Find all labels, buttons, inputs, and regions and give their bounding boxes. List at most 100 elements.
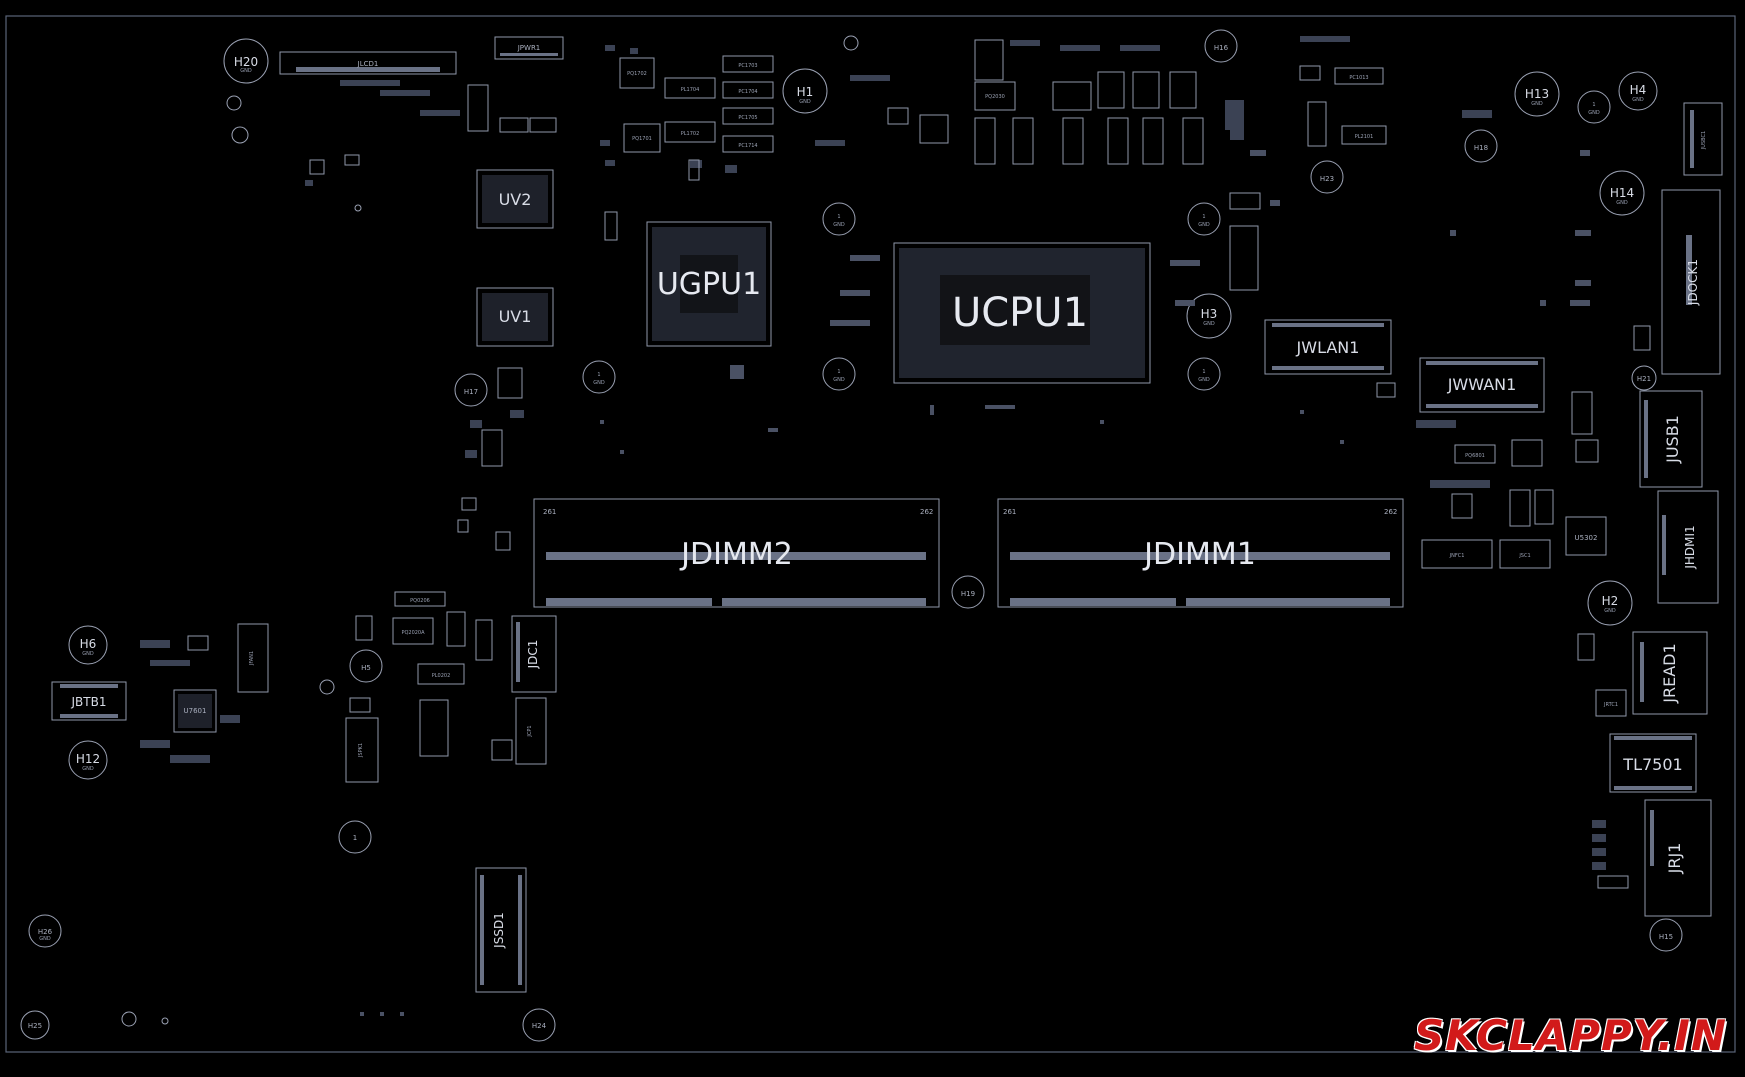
smd-part: [1230, 226, 1258, 290]
jrj1-label: JRJ1: [1665, 843, 1684, 875]
h13-mount-hole: H13 GND: [1515, 72, 1559, 116]
testpoint-1: 1: [339, 821, 371, 853]
jwlan1-label: JWLAN1: [1296, 338, 1360, 357]
tp-number: 1: [1202, 214, 1205, 220]
tp-number: 1: [837, 214, 840, 220]
h17-mount-hole: H17: [455, 374, 487, 406]
smd-part: [1634, 326, 1650, 350]
pq1702-label: PQ1702: [627, 71, 647, 77]
jfan1-label: JFAN1: [249, 651, 255, 666]
uv2-label: UV2: [499, 190, 532, 209]
jsc1-label: JSC1: [1518, 553, 1530, 559]
h19-mount-hole: H19: [952, 576, 984, 608]
gnd-label: GND: [82, 766, 94, 772]
tp-number: 1: [837, 369, 840, 375]
ugpu1-label: UGPU1: [657, 267, 761, 302]
gnd-label: GND: [1588, 110, 1600, 116]
pc1714-label: PC1714: [738, 143, 757, 149]
watermark-text: SKCLAPPY.IN: [1414, 1011, 1727, 1060]
jspk1-connector: JSPK1: [346, 718, 378, 782]
gnd-testpoint: 1 GND: [1188, 358, 1220, 390]
pc1703-label: PC1703: [738, 63, 757, 69]
h6-label: H6: [80, 637, 97, 651]
gnd-label: GND: [1203, 321, 1215, 327]
h3-label: H3: [1201, 307, 1218, 321]
tl7501-label: TL7501: [1622, 755, 1682, 774]
h18-label: H18: [1474, 144, 1488, 152]
jdimm1-label: JDIMM1: [1142, 537, 1256, 572]
jdimm1-pin-last: 262: [1384, 508, 1397, 516]
h23-label: H23: [1320, 175, 1334, 183]
tp-number: 1: [1202, 369, 1205, 375]
jdimm2-pin-first: 261: [543, 508, 556, 516]
h20-label: H20: [234, 55, 258, 69]
h24-mount-hole: H24: [523, 1009, 555, 1041]
via-hole: [232, 127, 248, 143]
h25-mount-hole: H25: [21, 1011, 49, 1039]
jpwr1-label: JPWR1: [517, 44, 541, 52]
gnd-label: GND: [39, 936, 51, 942]
pq6801-label: PQ6801: [1465, 453, 1485, 459]
component-cluster-tl: [305, 80, 460, 211]
smd-part: [1377, 383, 1395, 397]
pq0206-label: PQ0206: [410, 598, 430, 604]
pl1704-label: PL1704: [681, 87, 700, 93]
jssd1-label: JSSD1: [492, 912, 506, 949]
smd-part: [1230, 193, 1260, 209]
gnd-label: GND: [1198, 377, 1210, 383]
gpu-power-area: PQ1702 PL1704 PL1702 PQ1701 PC1703 PC170…: [600, 45, 773, 240]
smd-part: [530, 118, 556, 132]
jwwan1-connector: JWWAN1: [1420, 358, 1544, 412]
pl0202-label: PL0202: [432, 673, 451, 679]
gnd-label: GND: [1531, 101, 1543, 107]
smd-part: [420, 700, 448, 756]
jwwan1-label: JWWAN1: [1447, 375, 1517, 394]
u7601-label: U7601: [184, 707, 207, 715]
h19-label: H19: [961, 590, 975, 598]
jlcd1-label: JLCD1: [357, 60, 379, 68]
jcp1-connector: JCP1: [516, 698, 546, 764]
via-hole: [162, 1018, 168, 1024]
jbtb1-label: JBTB1: [71, 695, 107, 709]
jusb1-connector: JUSB1: [1640, 391, 1702, 487]
tp-number: 1: [353, 834, 357, 842]
h16-mount-hole: H16: [1205, 30, 1237, 62]
h5-mount-hole: H5: [350, 650, 382, 682]
h16-label: H16: [1214, 44, 1229, 52]
smd-part: [1462, 110, 1492, 118]
jwlan1-connector: JWLAN1: [1265, 320, 1391, 374]
rj-side-parts: [1592, 820, 1628, 888]
pl1702-label: PL1702: [681, 131, 700, 137]
gnd-label: GND: [240, 68, 252, 74]
jhdmi1-connector: JHDMI1: [1658, 491, 1718, 603]
via-hole: [122, 1012, 136, 1026]
pq2020a-label: PQ2020A: [401, 630, 425, 636]
pc1705-label: PC1705: [738, 115, 757, 121]
h5-label: H5: [361, 664, 371, 672]
h25-label: H25: [28, 1022, 42, 1030]
gnd-label: GND: [1198, 222, 1210, 228]
board-outline: [6, 16, 1735, 1052]
jlcd1-connector: JLCD1: [280, 52, 456, 74]
capacitor: [468, 85, 488, 131]
jdimm2-label: JDIMM2: [679, 537, 793, 572]
gnd-label: GND: [593, 380, 605, 386]
jusbc1-label: JUSBC1: [1701, 131, 1707, 150]
gnd-testpoint: 1 GND: [823, 358, 855, 390]
h13-label: H13: [1525, 87, 1549, 101]
jdimm2-slot: 261 262 JDIMM2: [534, 499, 939, 607]
pc1704-label: PC1704: [738, 89, 757, 95]
jread1-connector: JREAD1: [1633, 632, 1707, 714]
h12-label: H12: [76, 752, 100, 766]
ucpu1-chip: UCPU1: [894, 243, 1150, 383]
jbtb1-connector: JBTB1: [52, 682, 126, 720]
h14-label: H14: [1610, 186, 1634, 200]
h26-mount-hole: H26 GND: [29, 915, 61, 947]
jdock1-connector: JDOCK1: [1662, 190, 1720, 374]
smd-part: [476, 620, 492, 660]
jhdmi1-label: JHDMI1: [1683, 525, 1697, 569]
h18-mount-hole: H18: [1465, 130, 1497, 162]
gnd-label: GND: [799, 99, 811, 105]
h14-mount-hole: H14 GND: [1600, 171, 1644, 215]
